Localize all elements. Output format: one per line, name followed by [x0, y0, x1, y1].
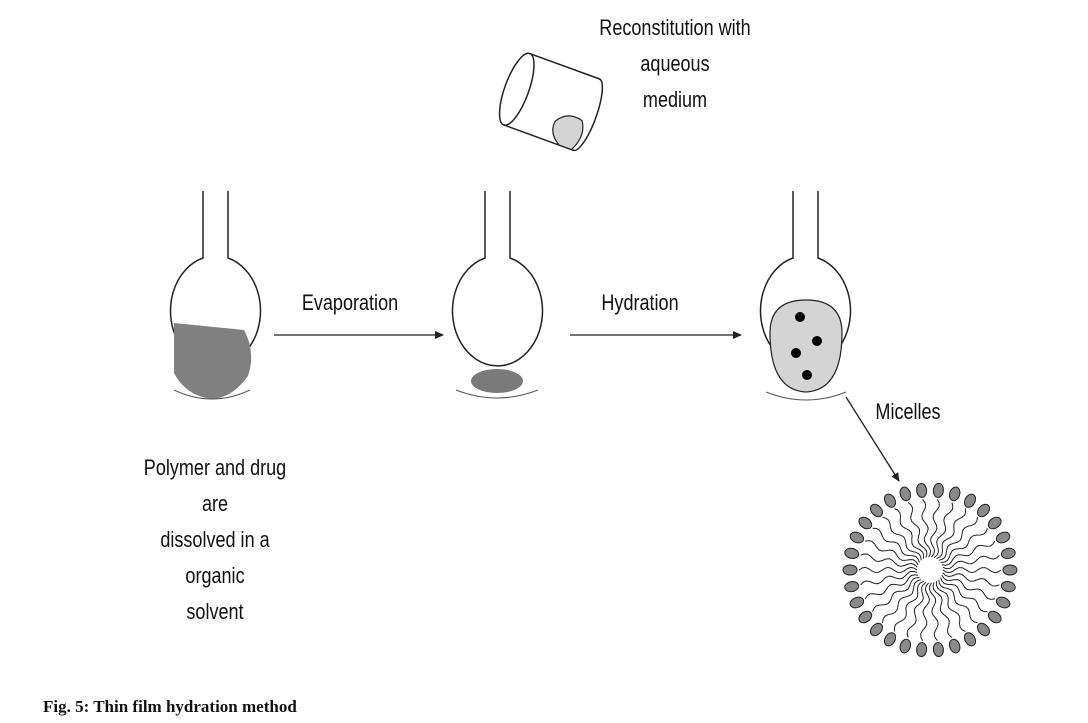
lipid-tail [935, 581, 966, 632]
drug-particle [812, 336, 822, 346]
lipid-head [995, 596, 1011, 609]
lipid-head [842, 564, 858, 576]
lipid-tail [872, 527, 920, 563]
lipid-head [883, 493, 897, 508]
drug-particle [802, 370, 812, 380]
lipid-head [870, 622, 883, 637]
flask-organic-solution [169, 191, 262, 400]
lipid-tail [858, 566, 918, 573]
lipid-head [1002, 564, 1018, 576]
lipid-head [1000, 547, 1016, 560]
lipid-head [883, 632, 897, 647]
reconstitution-label: Reconstitution with aqueous medium [599, 15, 751, 112]
lipid-tail [906, 582, 927, 638]
lipid-tail [864, 574, 919, 600]
aqueous-beaker [498, 52, 604, 152]
flask-hydrated [759, 191, 852, 401]
lipid-tail [938, 579, 978, 624]
lipid-head [977, 503, 990, 518]
lipid-head [977, 622, 990, 637]
lipid-tail [882, 579, 922, 623]
lipid-tail [872, 577, 920, 612]
lipid-head [916, 482, 928, 498]
lipid-head [849, 531, 865, 544]
lipid-tail [933, 502, 954, 558]
lipid-tail [907, 502, 928, 558]
lipid-tail [940, 528, 988, 563]
lipid-head [987, 516, 1002, 530]
flask-thin-film [451, 191, 544, 399]
lipid-tail [928, 582, 939, 641]
lipid-head [916, 642, 928, 658]
lipid-head [995, 531, 1011, 544]
evaporation-label: Evaporation [301, 290, 399, 315]
start-note-label: Polymer and drug are dissolved in a orga… [143, 455, 287, 624]
lipid-head [844, 580, 860, 593]
lipid-head [858, 610, 873, 624]
lipid-head [963, 493, 977, 508]
lipid-tail [882, 516, 922, 561]
lipid-tail [894, 508, 925, 559]
lipid-tail [893, 580, 924, 632]
organic-solution-fill [174, 323, 252, 399]
lipid-head [858, 516, 873, 530]
lipid-tail [921, 499, 932, 558]
lipid-head [948, 486, 961, 502]
lipid-head [899, 486, 912, 502]
lipid-head [849, 596, 865, 609]
micelles-label: Micelles [875, 399, 941, 424]
lipid-tail [936, 508, 967, 560]
lipid-head [987, 610, 1002, 624]
lipid-head [963, 632, 977, 647]
drug-particle [791, 348, 801, 358]
lipid-head [870, 503, 883, 518]
figure-caption: Fig. 5: Thin film hydration method [43, 697, 297, 716]
lipid-tail [941, 575, 995, 600]
micelles-arrow [845, 396, 900, 482]
aqueous-medium-fill [552, 115, 584, 151]
drug-particle [795, 312, 805, 322]
lipid-head [932, 642, 944, 658]
thin-film-fill [471, 369, 523, 393]
lipid-tail [942, 572, 1000, 587]
lipid-tail [930, 499, 940, 558]
aqueous-suspension-fill [769, 299, 843, 393]
lipid-tail [942, 554, 1000, 570]
lipid-head [1000, 580, 1016, 593]
lipid-tail [865, 540, 919, 565]
lipid-head [948, 638, 961, 654]
lipid-tail [942, 567, 1002, 574]
lipid-head [844, 547, 860, 560]
lipid-tail [938, 517, 978, 561]
lipid-head [899, 638, 912, 654]
lipid-tail [860, 570, 918, 586]
lipid-tail [941, 540, 996, 566]
micelle-illustration [842, 482, 1018, 658]
lipid-head [932, 482, 944, 498]
lipid-tail [860, 553, 918, 568]
lipid-tail [920, 582, 930, 641]
diagram-canvas [169, 52, 1018, 658]
lipid-tail [940, 577, 988, 613]
lipid-tail [932, 582, 953, 638]
hydration-label: Hydration [601, 290, 679, 315]
